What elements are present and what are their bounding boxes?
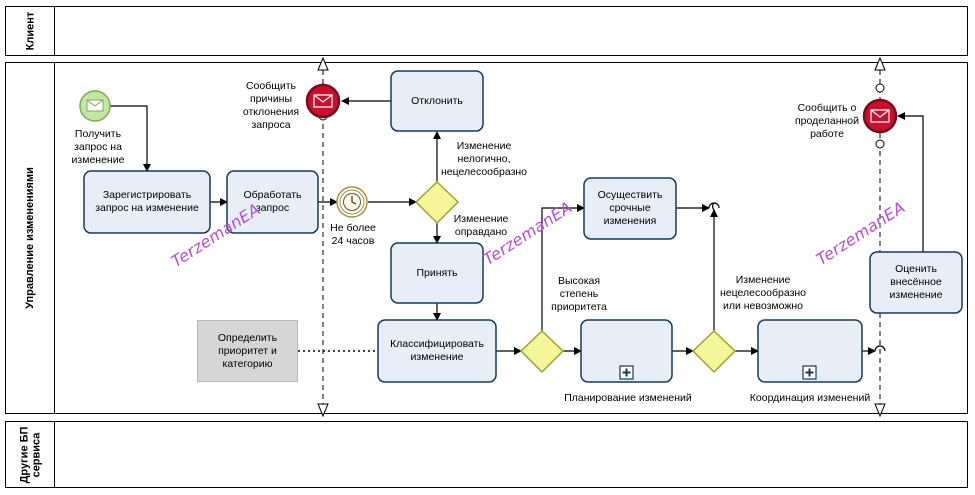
gateway-feasibility [691, 329, 737, 374]
flow-label-justified: Изменение оправдано [453, 213, 509, 238]
subprocess-marker-icon [619, 365, 634, 380]
task-classify-shape [377, 319, 497, 383]
flow-label-illogical: Изменение нелогично, нецелесообразно [440, 140, 528, 178]
gateway-decision [414, 180, 460, 225]
flow-start-to-register [110, 105, 151, 172]
task-reject-shape [390, 70, 484, 132]
flow-gw2-to-urgent [541, 204, 585, 331]
flow-label-impossible: Изменение нецелесообразно или невозможно [719, 274, 807, 312]
done-message-label: Сообщить о проделанной работе [794, 102, 860, 140]
message-end-icon [862, 98, 898, 134]
lane-other-processes [5, 421, 968, 488]
reject-message-label: Сообщить причины отклонения запроса [242, 80, 300, 131]
subprocess-coordination-shape [757, 319, 863, 383]
gateway-priority [519, 329, 565, 374]
task-urgent-changes[interactable]: Осуществить срочные изменения [597, 189, 663, 227]
envelope-icon [79, 90, 111, 122]
timer-event-label: Не более 24 часов [330, 222, 376, 247]
task-process[interactable]: Обработать запрос [243, 189, 302, 214]
task-accept[interactable]: Принять [416, 266, 458, 279]
message-end-icon [305, 83, 341, 119]
task-process-shape [226, 170, 319, 234]
lane-title-other: Другие БП сервиса [6, 422, 54, 487]
task-register[interactable]: Зарегистрировать запрос на изменение [95, 189, 199, 214]
subprocess-planning-shape [580, 319, 673, 383]
task-classify[interactable]: Классифицировать изменение [390, 338, 484, 363]
annotation-priority-category: Определить приоритет и категорию [197, 320, 298, 382]
lane-other-label: Другие БП сервиса [18, 426, 43, 483]
lane-client [5, 6, 968, 56]
flow-evaluate-to-msg [897, 112, 924, 252]
task-register-shape [83, 170, 211, 234]
subprocess-coordination-label: Координация изменений [749, 392, 871, 404]
lane-client-label: Клиент [24, 11, 36, 51]
lane-change-mgmt-label: Управление изменениями [24, 167, 37, 309]
subprocess-marker-icon [802, 365, 817, 380]
subprocess-planning-label: Планирование изменений [564, 392, 692, 404]
start-event-label: Получить запрос на изменение [71, 128, 125, 166]
task-evaluate-shape [869, 251, 963, 314]
task-urgent-shape [583, 177, 677, 240]
task-accept-shape [390, 242, 484, 304]
lane-title-client: Клиент [6, 7, 54, 55]
timer-icon [336, 186, 368, 218]
lane-title-change-management: Управление изменениями [6, 63, 54, 413]
task-reject[interactable]: Отклонить [411, 94, 463, 107]
task-evaluate[interactable]: Оценить внесённое изменение [889, 263, 943, 301]
flow-label-high-priority: Высокая степень приоритета [551, 275, 607, 313]
